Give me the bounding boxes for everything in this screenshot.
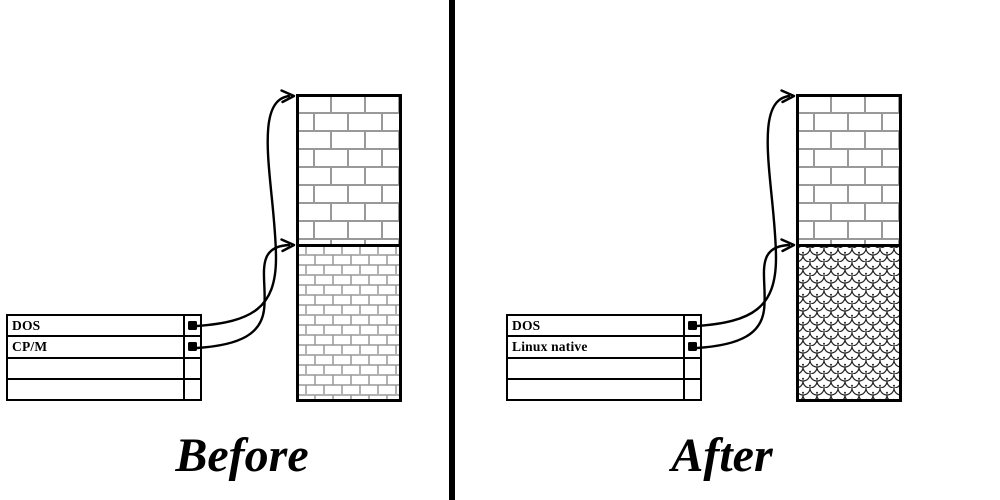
partition-label — [8, 359, 183, 378]
arrow-layer — [196, 89, 296, 350]
partition-port — [183, 337, 200, 357]
partition-table-after: DOS Linux native — [506, 314, 702, 401]
partition-row: DOS — [508, 316, 700, 338]
partition-label — [8, 380, 183, 399]
partition-row — [8, 379, 200, 399]
partition-label: CP/M — [12, 338, 48, 354]
partition-anchor-square — [188, 342, 197, 352]
partition-port — [683, 379, 700, 399]
caption-before: Before — [175, 429, 309, 482]
partition-label: Linux native — [512, 338, 588, 354]
partition-label: DOS — [512, 317, 541, 333]
panel-after: DOS Linux native — [500, 0, 1000, 500]
partition-row — [8, 358, 200, 380]
partition-anchor-square — [688, 342, 697, 352]
arrow-layer — [696, 89, 796, 350]
partition-port — [183, 379, 200, 399]
panel-before: DOS CP/M — [6, 89, 402, 482]
arrowhead-second — [780, 238, 796, 253]
arrow-to-first-partition — [196, 94, 291, 328]
partition-anchor-square — [188, 321, 197, 331]
partition-table-before: DOS CP/M — [6, 314, 202, 401]
caption-after: After — [671, 429, 773, 482]
partition-row: DOS — [8, 316, 200, 338]
disk-section-brick — [296, 94, 402, 247]
disk-section-fish-scale — [796, 244, 902, 402]
arrowhead-second — [280, 238, 296, 253]
partition-label: DOS — [12, 317, 41, 333]
panel-divider — [449, 0, 455, 500]
partition-anchor-square — [688, 321, 697, 331]
arrow-to-second-partition — [196, 243, 291, 350]
partition-port — [683, 337, 700, 357]
partition-label — [508, 359, 683, 378]
arrowhead-first — [780, 89, 796, 104]
partition-label — [508, 380, 683, 399]
disk-before — [296, 94, 402, 402]
disk-section-brick — [796, 94, 902, 247]
arrow-to-first-partition — [696, 94, 791, 328]
partition-row: Linux native — [508, 337, 700, 359]
partition-row: CP/M — [8, 337, 200, 359]
disk-after — [796, 94, 902, 402]
arrow-to-second-partition — [696, 243, 791, 350]
partition-port — [683, 358, 700, 378]
partition-row — [508, 358, 700, 380]
partition-row — [508, 379, 700, 399]
disk-section-small-brick — [296, 244, 402, 402]
partition-port — [183, 358, 200, 378]
partition-port — [683, 316, 700, 336]
partition-port — [183, 316, 200, 336]
arrowhead-first — [280, 89, 296, 104]
